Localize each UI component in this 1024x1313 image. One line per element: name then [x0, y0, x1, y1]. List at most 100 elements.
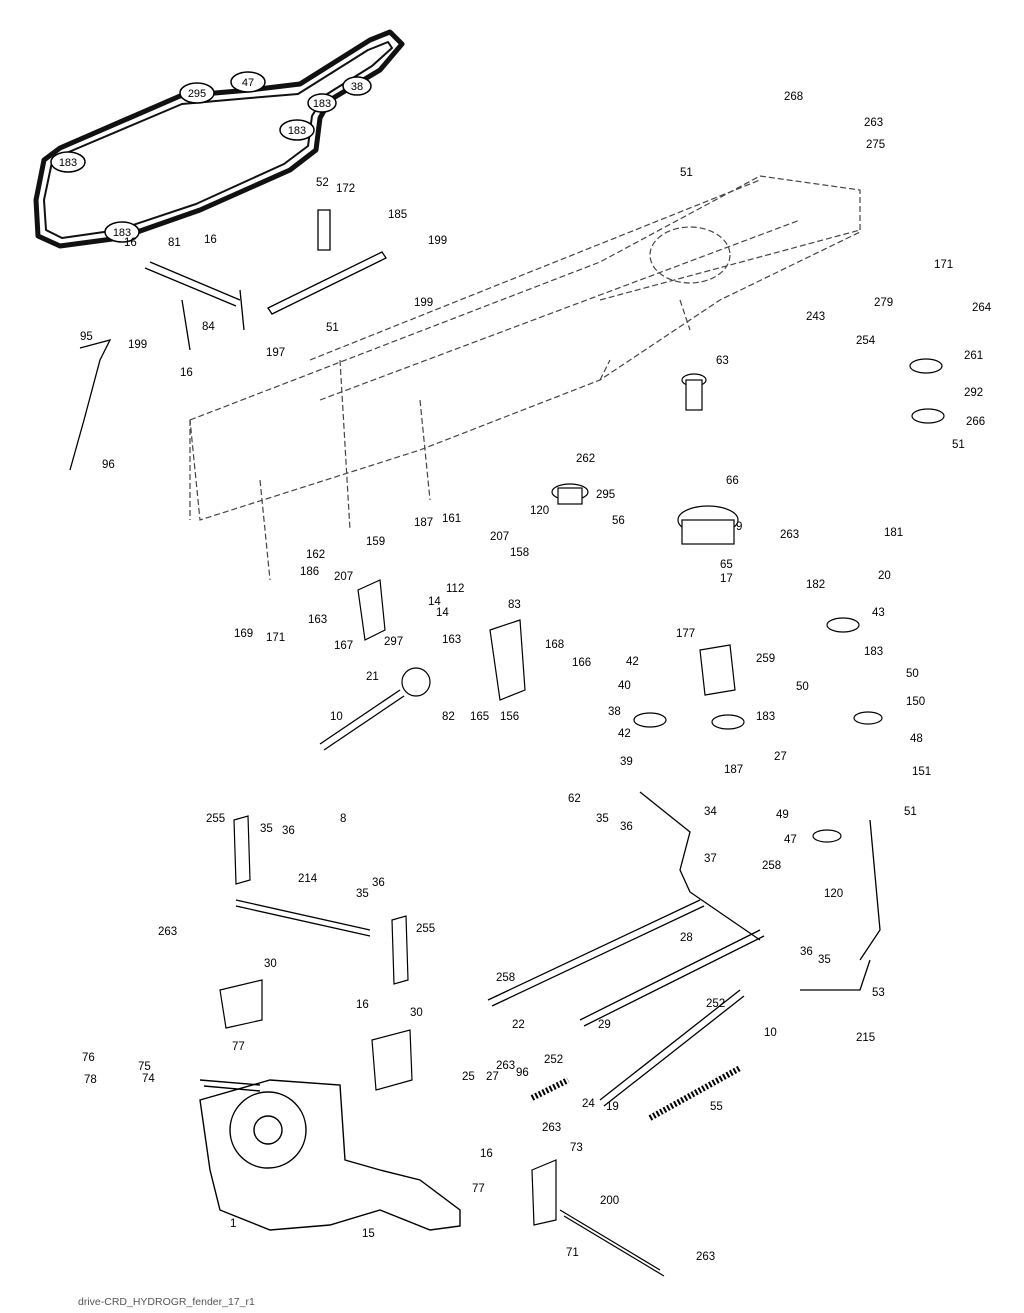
- part-callout-255: 255: [206, 813, 225, 825]
- part-callout-51: 51: [326, 322, 339, 334]
- part-callout-35: 35: [356, 888, 369, 900]
- part-callout-27: 27: [486, 1071, 499, 1083]
- part-callout-168: 168: [545, 639, 564, 651]
- part-callout-35: 35: [260, 823, 273, 835]
- part-callout-42: 42: [626, 656, 639, 668]
- part-callout-16: 16: [356, 999, 369, 1011]
- part-callout-75: 75: [138, 1061, 151, 1073]
- part-callout-30: 30: [264, 958, 277, 970]
- part-callout-84: 84: [202, 321, 215, 333]
- part-callout-16: 16: [480, 1148, 493, 1160]
- transmission: [199, 1079, 461, 1231]
- part-callout-27: 27: [774, 751, 787, 763]
- part-callout-52: 52: [316, 177, 329, 189]
- part-callout-262: 262: [576, 453, 595, 465]
- part-callout-200: 200: [600, 1195, 619, 1207]
- part-callout-243: 243: [806, 311, 825, 323]
- part-callout-163: 163: [308, 614, 327, 626]
- part-callout-51: 51: [952, 439, 965, 451]
- part-callout-63: 63: [716, 355, 729, 367]
- part-callout-77: 77: [472, 1183, 485, 1195]
- part-callout-182: 182: [806, 579, 825, 591]
- part-callout-207: 207: [490, 531, 509, 543]
- part-callout-22: 22: [512, 1019, 525, 1031]
- part-callout-36: 36: [620, 821, 633, 833]
- part-callout-9: 9: [736, 521, 742, 533]
- part-callout-279: 279: [874, 297, 893, 309]
- part-callout-14: 14: [436, 607, 449, 619]
- part-callout-199: 199: [428, 235, 447, 247]
- part-callout-162: 162: [306, 549, 325, 561]
- part-callout-83: 83: [508, 599, 521, 611]
- part-callout-120: 120: [824, 888, 843, 900]
- part-callout-42: 42: [618, 728, 631, 740]
- part-callout-1: 1: [230, 1218, 236, 1230]
- part-callout-199: 199: [128, 339, 147, 351]
- part-callout-169: 169: [234, 628, 253, 640]
- part-callout-78: 78: [84, 1074, 97, 1086]
- part-callout-40: 40: [618, 680, 631, 692]
- part-callout-10: 10: [330, 711, 343, 723]
- part-callout-34: 34: [704, 806, 717, 818]
- part-callout-187: 187: [414, 517, 433, 529]
- part-callout-177: 177: [676, 628, 695, 640]
- belt-pulleys: [50, 71, 372, 243]
- part-callout-35: 35: [596, 813, 609, 825]
- part-callout-181: 181: [884, 527, 903, 539]
- part-callout-263: 263: [542, 1122, 561, 1134]
- part-callout-183: 183: [864, 646, 883, 658]
- part-callout-29: 29: [598, 1019, 611, 1031]
- part-callout-263: 263: [696, 1251, 715, 1263]
- part-callout-43: 43: [872, 607, 885, 619]
- part-callout-161: 161: [442, 513, 461, 525]
- part-callout-28: 28: [680, 932, 693, 944]
- part-callout-24: 24: [582, 1098, 595, 1110]
- part-callout-165: 165: [470, 711, 489, 723]
- part-callout-73: 73: [570, 1142, 583, 1154]
- part-callout-255: 255: [416, 923, 435, 935]
- part-callout-295: 295: [596, 489, 615, 501]
- part-callout-77: 77: [232, 1041, 245, 1053]
- part-callout-36: 36: [800, 946, 813, 958]
- part-callout-82: 82: [442, 711, 455, 723]
- part-callout-252: 252: [544, 1054, 563, 1066]
- part-callout-17: 17: [720, 573, 733, 585]
- part-callout-96: 96: [102, 459, 115, 471]
- part-callout-71: 71: [566, 1247, 579, 1259]
- part-callout-214: 214: [298, 873, 318, 885]
- part-callout-74: 74: [142, 1073, 155, 1085]
- part-callout-48: 48: [910, 733, 923, 745]
- part-callout-10: 10: [764, 1027, 777, 1039]
- part-callout-50: 50: [796, 681, 809, 693]
- belt-callout-38: 38: [351, 81, 363, 93]
- part-callout-156: 156: [500, 711, 519, 723]
- part-callout-263: 263: [864, 117, 883, 129]
- part-callout-159: 159: [366, 536, 385, 548]
- part-callout-163: 163: [442, 634, 461, 646]
- part-callout-96: 96: [516, 1067, 529, 1079]
- part-callout-151: 151: [912, 766, 931, 778]
- linkage-rods-upper: [69, 209, 387, 471]
- part-callout-36: 36: [372, 877, 385, 889]
- part-callout-261: 261: [964, 350, 983, 362]
- belt-callout-183: 183: [313, 98, 331, 110]
- part-callout-81: 81: [168, 237, 181, 249]
- part-callout-16: 16: [124, 237, 137, 249]
- part-callout-207: 207: [334, 571, 353, 583]
- drive-belt-57: [33, 29, 405, 249]
- part-callout-275: 275: [866, 139, 885, 151]
- part-callout-264: 264: [972, 302, 992, 314]
- part-callout-197: 197: [266, 347, 285, 359]
- chassis-frame: [189, 175, 861, 581]
- part-callout-38: 38: [608, 706, 621, 718]
- part-callout-297: 297: [384, 636, 403, 648]
- part-callout-51: 51: [680, 167, 693, 179]
- part-callout-120: 120: [530, 505, 549, 517]
- part-callout-53: 53: [872, 987, 885, 999]
- part-callout-19: 19: [606, 1101, 619, 1113]
- brackets: [219, 579, 736, 1277]
- part-callout-15: 15: [362, 1228, 375, 1240]
